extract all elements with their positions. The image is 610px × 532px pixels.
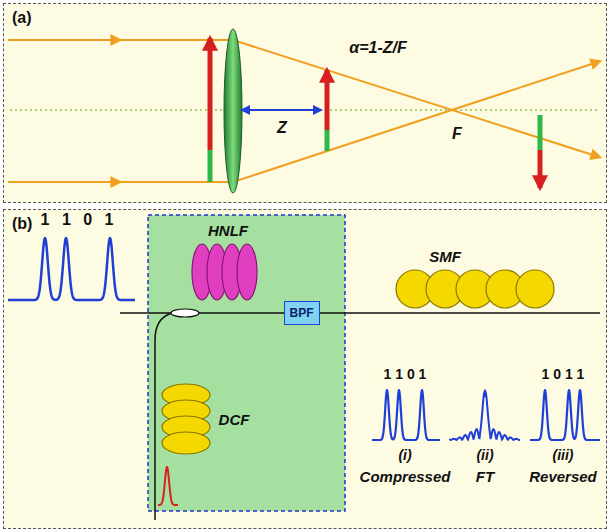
- bit-pattern: 1 1 0 1: [384, 367, 427, 382]
- filter-label: BPF: [290, 306, 314, 320]
- fiber-label: HNLF: [208, 223, 248, 240]
- focal-label: F: [452, 125, 462, 143]
- panel-tag: (b): [12, 215, 32, 233]
- bit-pattern: 1 1 0 1: [41, 211, 114, 229]
- trace-number: (iii): [553, 448, 574, 463]
- bit-pattern: 1 0 1 1: [542, 367, 585, 382]
- panel-a: (a): [3, 3, 607, 203]
- trace-caption: Reversed: [529, 469, 597, 486]
- panel-tag: (a): [12, 9, 32, 27]
- trace-caption: Compressed: [360, 469, 451, 486]
- distance-label: Z: [277, 119, 287, 137]
- filter-box: BPF: [284, 301, 320, 325]
- fiber-label: DCF: [219, 412, 250, 429]
- trace-number: (i): [398, 448, 411, 463]
- alpha-formula: α=1-Z/F: [349, 39, 406, 57]
- fiber-label: SMF: [429, 249, 461, 266]
- trace-number: (ii): [476, 448, 493, 463]
- trace-caption: FT: [476, 469, 494, 486]
